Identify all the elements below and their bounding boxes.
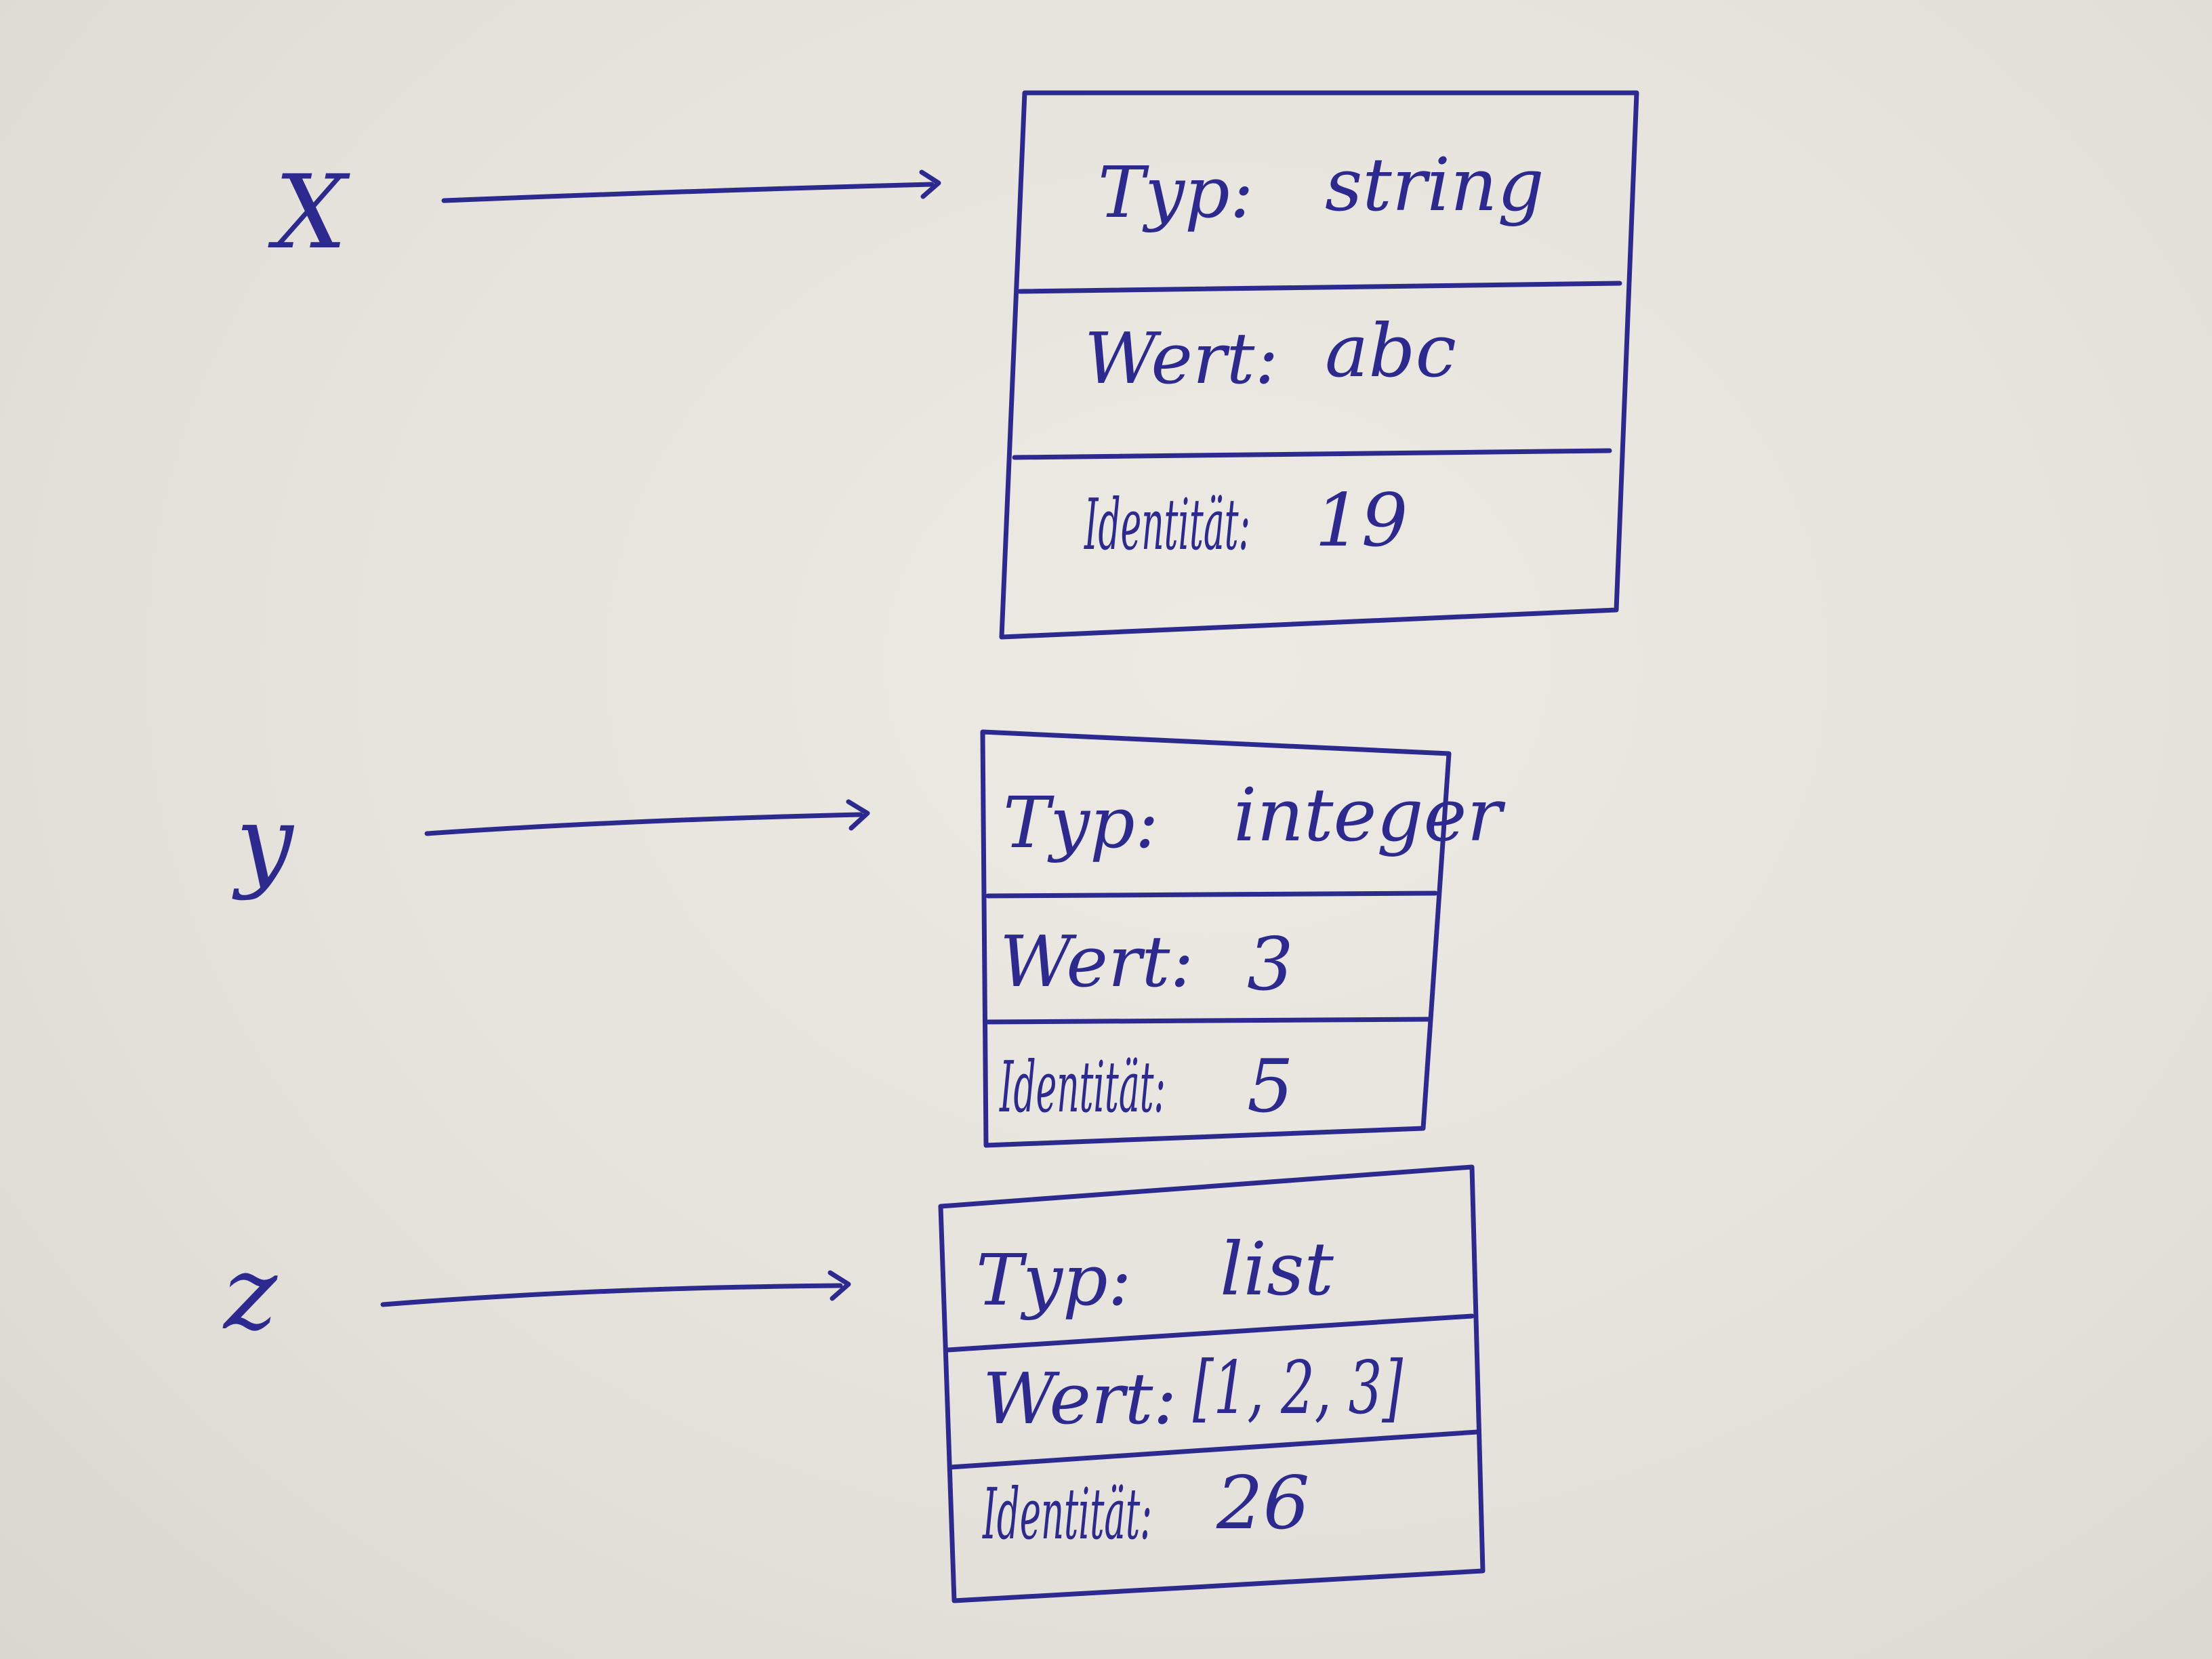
- row-label-identitaet: Identität:: [999, 1046, 1166, 1128]
- arrow-y: [424, 799, 870, 836]
- variable-z-group: z Typ: list Wert: [1, 2, 3] Identität: 2…: [222, 1164, 1486, 1603]
- object-box-x: Typ: string Wert: abc Identität: 19: [999, 90, 1639, 640]
- variable-name-z: z: [222, 1235, 278, 1353]
- object-box-y-divider-2: [985, 1017, 1433, 1025]
- row-value-identitaet: 5: [1247, 1044, 1294, 1129]
- object-box-z: Typ: list Wert: [1, 2, 3] Identität: 26: [938, 1164, 1486, 1603]
- arrow-y-shaft: [424, 812, 863, 836]
- object-box-y-divider-1: [985, 890, 1438, 899]
- arrow-z: [380, 1270, 851, 1307]
- arrow-x-shaft: [441, 182, 935, 203]
- row-label-typ: Typ:: [1098, 151, 1254, 234]
- object-box-x-divider-1: [1017, 281, 1622, 294]
- object-box-x-divider-2: [1012, 448, 1612, 460]
- arrow-x-head: [919, 169, 941, 199]
- arrow-z-shaft: [380, 1283, 843, 1307]
- row-label-wert: Wert:: [1084, 317, 1279, 400]
- row-value-wert: 3: [1247, 922, 1294, 1007]
- object-box-y-outline: [980, 729, 1452, 1148]
- variable-name-y: y: [232, 784, 295, 902]
- row-label-typ: Typ:: [1003, 781, 1159, 864]
- row-label-wert: Wert:: [1000, 920, 1194, 1003]
- row-label-identitaet: Identität:: [982, 1473, 1152, 1555]
- object-box-z-divider-2: [947, 1429, 1480, 1470]
- object-box-y: Typ: integer Wert: 3 Identität: 5: [980, 729, 1505, 1148]
- row-value-typ: integer: [1233, 773, 1505, 858]
- variable-y-group: y Typ: integer Wert: 3 Identität: 5: [232, 729, 1505, 1148]
- object-box-z-divider-1: [945, 1313, 1475, 1353]
- row-label-identitaet: Identität:: [1084, 483, 1250, 566]
- row-value-identitaet: 26: [1216, 1461, 1309, 1546]
- arrow-z-head: [827, 1270, 851, 1301]
- arrow-y-head: [846, 799, 870, 831]
- row-value-wert: abc: [1325, 309, 1456, 394]
- object-box-x-outline: [999, 90, 1639, 640]
- variable-name-x: X: [268, 154, 350, 272]
- row-value-identitaet: 19: [1315, 478, 1408, 563]
- row-label-typ: Typ:: [976, 1239, 1132, 1322]
- variable-x-group: X Typ: string Wert: abc Identität: 19: [268, 90, 1639, 640]
- row-label-wert: Wert:: [983, 1357, 1177, 1440]
- arrow-x: [441, 169, 941, 203]
- row-value-typ: string: [1325, 143, 1544, 228]
- row-value-wert: [1, 2, 3]: [1193, 1346, 1404, 1431]
- row-value-typ: list: [1220, 1227, 1334, 1312]
